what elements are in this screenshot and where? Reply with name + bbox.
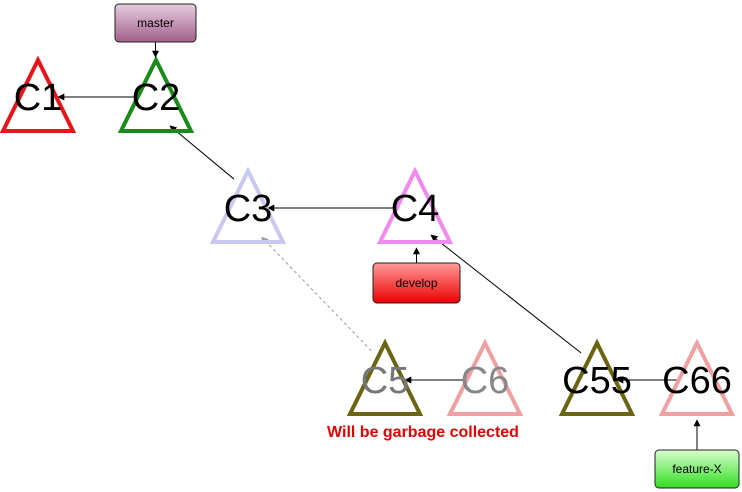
commit-c4-label: C4 bbox=[391, 188, 440, 230]
edge-c3-c2 bbox=[169, 125, 235, 180]
edge-c55-c4 bbox=[430, 234, 582, 354]
edge-c5-c3 bbox=[261, 236, 372, 352]
commit-c66-triangle bbox=[658, 338, 736, 416]
commit-c5-label: C5 bbox=[361, 360, 410, 402]
branch-feature-x-box bbox=[654, 449, 740, 489]
commit-c2[interactable]: C2 bbox=[117, 55, 195, 133]
branch-master-box bbox=[114, 3, 197, 43]
commit-c1-triangle bbox=[0, 55, 77, 133]
branch-master[interactable]: master bbox=[114, 3, 197, 58]
commit-c6-triangle bbox=[446, 338, 524, 416]
commit-c1-label: C1 bbox=[14, 77, 63, 119]
branch-develop-box bbox=[372, 262, 461, 304]
commit-c3-label: C3 bbox=[224, 188, 273, 230]
commit-c2-triangle bbox=[117, 55, 195, 133]
commit-c2-label: C2 bbox=[132, 77, 181, 119]
commit-c5-triangle bbox=[346, 338, 424, 416]
commit-c4-triangle bbox=[376, 166, 454, 244]
commit-c4[interactable]: C4 bbox=[376, 166, 454, 244]
garbage-collected-note: Will be garbage collected bbox=[327, 424, 519, 441]
commit-c5[interactable]: C5 bbox=[346, 338, 424, 416]
branch-develop[interactable]: develop bbox=[372, 247, 461, 304]
commit-c3[interactable]: C3 bbox=[209, 166, 287, 244]
commit-c3-triangle bbox=[209, 166, 287, 244]
branch-feature-x[interactable]: feature-X bbox=[654, 419, 740, 489]
branches: master develop feature-X bbox=[114, 3, 740, 489]
branch-feature-x-label: feature-X bbox=[672, 462, 721, 476]
commit-c6-label: C6 bbox=[461, 360, 510, 402]
branch-develop-label: develop bbox=[395, 276, 437, 290]
commit-c6[interactable]: C6 bbox=[446, 338, 524, 416]
commit-c55-triangle bbox=[558, 338, 636, 416]
commit-c66-label: C66 bbox=[662, 360, 732, 402]
commit-c66[interactable]: C66 bbox=[658, 338, 736, 416]
commit-c1[interactable]: C1 bbox=[0, 55, 77, 133]
edges bbox=[57, 93, 677, 384]
branch-master-label: master bbox=[137, 16, 174, 30]
commit-c55[interactable]: C55 bbox=[558, 338, 636, 416]
commit-c55-label: C55 bbox=[562, 360, 632, 402]
